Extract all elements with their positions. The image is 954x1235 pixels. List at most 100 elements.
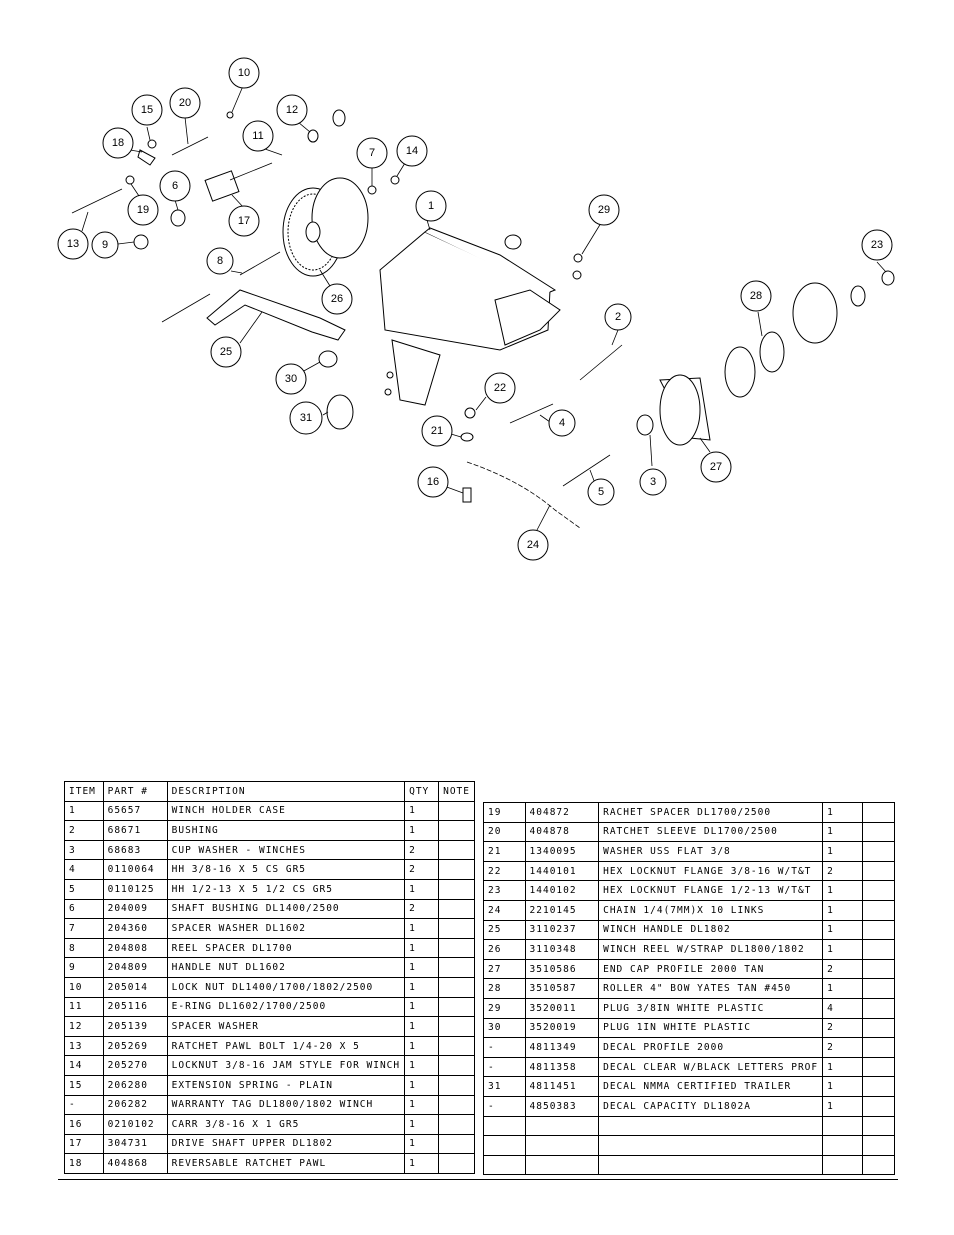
item-cell: 27 <box>483 958 526 980</box>
part-number-cell: 1440102 <box>524 880 600 901</box>
svg-text:23: 23 <box>871 239 883 251</box>
qty-cell: 1 <box>404 937 440 959</box>
svg-text:16: 16 <box>427 476 439 488</box>
svg-text:2: 2 <box>615 311 621 323</box>
item-cell: 30 <box>483 1017 526 1039</box>
note-cell <box>438 1133 475 1155</box>
qty-cell: 1 <box>404 1035 440 1057</box>
item-cell <box>483 1154 526 1176</box>
callout-10: 10 <box>228 57 260 89</box>
item-cell: 12 <box>64 1016 104 1037</box>
part-number-cell: 3510587 <box>524 978 600 999</box>
qty-cell: 1 <box>404 1153 440 1174</box>
qty-cell: 1 <box>404 1055 440 1076</box>
item-cell: 22 <box>483 860 526 882</box>
part-number-cell: 68671 <box>102 820 168 841</box>
part-number-cell: 205139 <box>102 1016 168 1037</box>
note-cell <box>861 860 896 882</box>
note-cell <box>861 841 896 862</box>
item-cell: 4 <box>64 859 104 880</box>
part-number-cell: 3510586 <box>524 958 600 980</box>
svg-text:29: 29 <box>598 204 610 216</box>
callout-12: 12 <box>276 94 308 126</box>
item-cell: 5 <box>64 878 104 900</box>
item-cell: 14 <box>64 1055 104 1076</box>
item-cell: 7 <box>64 918 104 939</box>
description-cell: WARRANTY TAG DL1800/1802 WINCH <box>166 1094 406 1116</box>
note-cell <box>438 937 475 959</box>
part-number-cell: 0210102 <box>102 1114 168 1135</box>
part-number-cell: 206280 <box>102 1074 168 1096</box>
note-cell <box>438 1055 475 1076</box>
description-cell: END CAP PROFILE 2000 TAN <box>598 958 824 980</box>
callout-16: 16 <box>417 466 449 498</box>
note-cell <box>438 976 475 998</box>
part-number-cell: 205116 <box>102 996 168 1018</box>
qty-cell: 1 <box>822 821 863 843</box>
part-number-cell: 3110237 <box>524 919 600 941</box>
note-cell <box>438 1035 475 1057</box>
table-header-row: ITEM PART # DESCRIPTION QTY NOTE <box>64 781 475 802</box>
description-cell <box>598 1115 824 1137</box>
qty-cell: 1 <box>404 918 440 939</box>
note-cell <box>438 1094 475 1116</box>
item-cell: - <box>483 1056 526 1078</box>
description-cell: HANDLE NUT DL1602 <box>166 957 406 978</box>
svg-text:30: 30 <box>285 373 297 385</box>
note-cell <box>438 957 475 978</box>
description-cell: LOCK NUT DL1400/1700/1802/2500 <box>166 976 406 998</box>
item-cell: - <box>483 1037 526 1058</box>
note-cell <box>438 898 475 920</box>
qty-cell: 1 <box>822 1076 863 1097</box>
part-number-cell <box>524 1154 600 1176</box>
part-number-cell: 68683 <box>102 839 168 861</box>
qty-cell: 1 <box>822 899 863 921</box>
svg-text:24: 24 <box>527 539 539 551</box>
table-row <box>483 1135 896 1156</box>
svg-text:13: 13 <box>67 238 79 250</box>
description-cell: E-RING DL1602/1700/2500 <box>166 996 406 1018</box>
part-number-cell: 4811349 <box>524 1037 600 1058</box>
callout-20: 20 <box>169 87 201 119</box>
svg-text:6: 6 <box>172 180 178 192</box>
note-cell <box>438 820 475 841</box>
note-cell <box>861 1154 896 1176</box>
svg-text:31: 31 <box>300 412 312 424</box>
qty-cell: 2 <box>404 839 440 861</box>
qty-cell: 1 <box>822 802 863 823</box>
qty-cell: 1 <box>404 957 440 978</box>
description-cell: SPACER WASHER <box>166 1016 406 1037</box>
part-number-cell: 404878 <box>524 821 600 843</box>
qty-cell: 1 <box>822 978 863 999</box>
description-cell: WINCH HANDLE DL1802 <box>598 919 824 941</box>
description-cell: SHAFT BUSHING DL1400/2500 <box>166 898 406 920</box>
qty-cell: 1 <box>404 996 440 1018</box>
description-cell: WASHER USS FLAT 3/8 <box>598 841 824 862</box>
part-number-cell: 304731 <box>102 1133 168 1155</box>
part-number-cell <box>524 1135 600 1156</box>
callout-30: 30 <box>275 363 307 395</box>
svg-text:10: 10 <box>238 67 250 79</box>
qty-cell: 2 <box>822 1017 863 1039</box>
note-cell <box>861 978 896 999</box>
part-number-cell: 0110125 <box>102 878 168 900</box>
header-qty: QTY <box>404 781 440 802</box>
item-cell: 1 <box>64 800 104 822</box>
callout-4: 4 <box>548 409 576 437</box>
part-number-cell: 2210145 <box>524 899 600 921</box>
svg-text:21: 21 <box>431 425 443 437</box>
description-cell: BUSHING <box>166 820 406 841</box>
